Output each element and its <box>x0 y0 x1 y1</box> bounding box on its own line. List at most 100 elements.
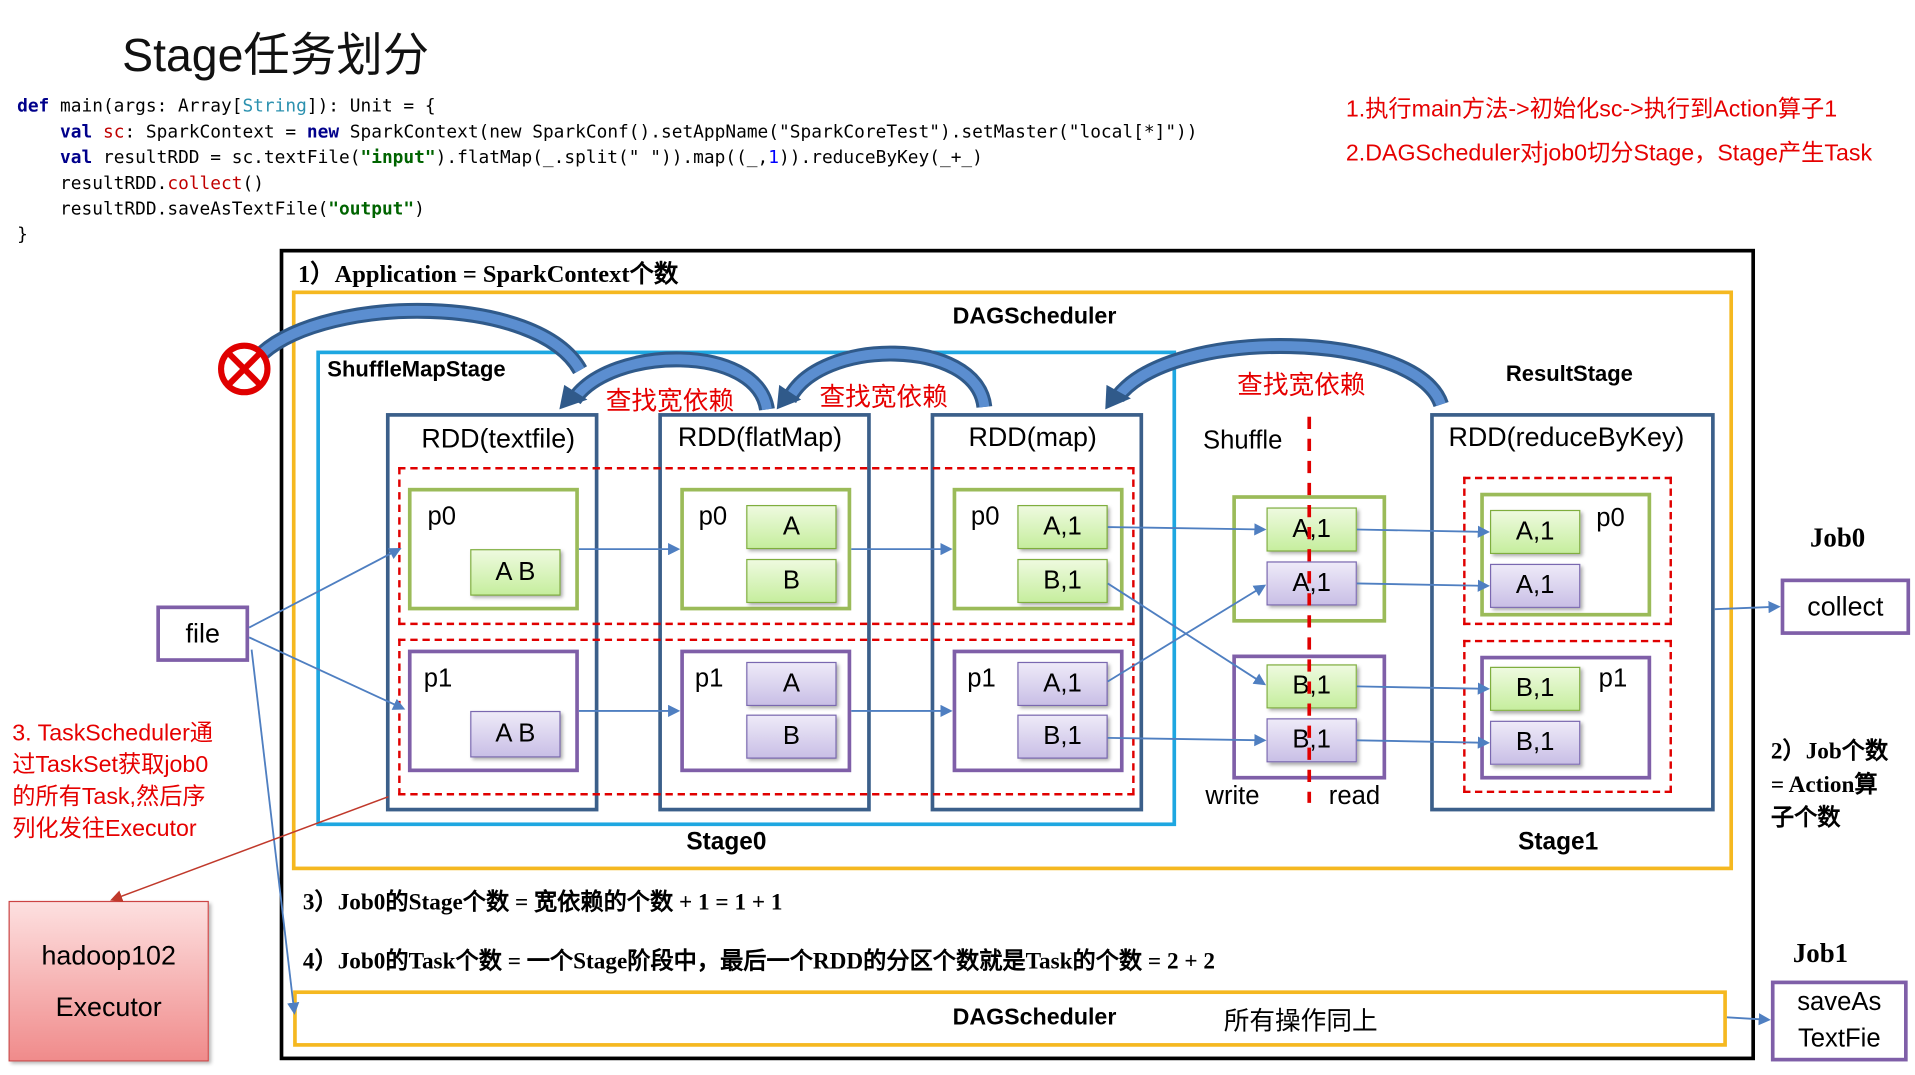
code-text: ).flatMap(_.split(" ")).map((_, <box>435 147 769 168</box>
cell-a1: A,1 <box>1266 507 1357 552</box>
stage1-label: Stage1 <box>1518 828 1599 856</box>
textfile-p1 <box>407 649 579 773</box>
dagscheduler-box <box>291 290 1734 871</box>
rdd-map-box <box>930 413 1144 812</box>
cell-b1: B,1 <box>1017 714 1108 759</box>
cell-a1: A,1 <box>1017 661 1108 707</box>
save-as-textfile-box: saveAs TextFie <box>1770 980 1908 1062</box>
cell-a1: A,1 <box>1266 561 1357 606</box>
arrow-shuffle-read <box>1356 579 1490 592</box>
code-method: collect <box>167 172 243 194</box>
curve-map-flatmap <box>781 345 993 409</box>
job-count-line: 2）Job个数 <box>1770 739 1889 765</box>
code-number: 1 <box>768 147 780 168</box>
cell-a1: A,1 <box>1489 563 1581 608</box>
application-box <box>279 248 1756 1061</box>
code-keyword: val <box>60 121 93 143</box>
code-var: sc <box>102 121 125 143</box>
partition-p1-row <box>398 638 1135 796</box>
curve-head <box>559 384 588 410</box>
shuffle-label: Shuffle <box>1202 426 1283 455</box>
save-label: saveAs <box>1797 987 1882 1017</box>
code-keyword: def <box>17 95 50 117</box>
cell-a1: A,1 <box>1489 509 1581 555</box>
curve-reduce-map <box>1111 338 1449 408</box>
code-keyword: new <box>306 121 340 143</box>
code-type: String <box>242 95 307 117</box>
find-wide-label: 查找宽依赖 <box>1237 370 1366 400</box>
job0-label: Job0 <box>1809 522 1866 553</box>
code-block: def main(args: Array[String]): Unit = { … <box>17 93 1197 247</box>
result-partition-p0 <box>1463 476 1672 626</box>
cell-ab: A B <box>470 549 561 596</box>
executor-host: hadoop102 <box>41 939 176 971</box>
job1-label: Job1 <box>1792 937 1849 969</box>
arrow-shuffle-write <box>1107 734 1267 747</box>
arrow-shuffle-write <box>1107 584 1267 683</box>
note-1: 1.执行main方法->初始化sc->执行到Action算子1 <box>1345 96 1838 123</box>
arrow-save <box>1726 1013 1771 1026</box>
curve-head <box>776 384 802 410</box>
note-2: 2.DAGScheduler对job0切分Stage，Stage产生Task <box>1345 140 1873 167</box>
result-partition-p1 <box>1463 639 1672 794</box>
code-text: } <box>17 224 28 246</box>
partition-label: p1 <box>967 664 996 693</box>
arrow-shuffle-write <box>1107 523 1267 536</box>
partition-label: p0 <box>1596 503 1625 532</box>
note-3-line: 3. TaskScheduler通 <box>12 720 214 747</box>
code-text: main(args: Array[ <box>49 95 243 117</box>
job-count-line: 子个数 <box>1770 805 1841 832</box>
rdd-reducebykey-box <box>1430 413 1715 812</box>
code-keyword: val <box>60 147 93 168</box>
blocked-icon <box>218 342 271 396</box>
note-3-line: 的所有Task,然后序 <box>12 784 206 811</box>
flatmap-p1 <box>680 649 852 773</box>
page-title: Stage任务划分 <box>122 30 430 83</box>
collect-box: collect <box>1780 578 1911 635</box>
cell-a1: A,1 <box>1017 504 1108 550</box>
same-ops-label: 所有操作同上 <box>1223 1007 1378 1036</box>
code-text: resultRDD. <box>60 172 168 194</box>
code-text: resultRDD.saveAsTextFile( <box>60 198 329 220</box>
code-text: : SparkContext = <box>124 121 307 143</box>
partition-label: p0 <box>970 502 1000 531</box>
cell-b: B <box>746 558 837 604</box>
cell-a: A <box>746 661 837 707</box>
cell-b1: B,1 <box>1017 558 1108 604</box>
cell-b: B <box>746 714 837 759</box>
stage0-label: Stage0 <box>686 828 767 856</box>
rdd-textfile-box <box>385 413 599 812</box>
task-count-note: 4）Job0的Task个数 = 一个Stage阶段中，最后一个RDD的分区个数就… <box>302 948 1215 975</box>
cell-b1: B,1 <box>1266 718 1357 763</box>
partition-label: p0 <box>427 502 456 531</box>
code-text: () <box>242 172 264 194</box>
arrow-file-job1 <box>250 649 300 1015</box>
write-label: write <box>1205 781 1260 811</box>
dagscheduler-job1-label: DAGScheduler <box>952 1005 1117 1031</box>
map-p1 <box>952 649 1124 773</box>
code-text: ]): Unit = { <box>306 95 436 117</box>
find-wide-label: 查找宽依赖 <box>819 382 948 412</box>
rdd-reducebykey-label: RDD(reduceByKey) <box>1448 421 1685 453</box>
executor-label: Executor <box>55 990 162 1022</box>
rdd-textfile-label: RDD(textfile) <box>421 422 576 454</box>
arrow-file-p1 <box>248 636 406 710</box>
flatmap-p0 <box>680 487 852 611</box>
cell-ab: A B <box>470 710 561 758</box>
save-label: TextFie <box>1797 1024 1881 1053</box>
rdd-flatmap-box <box>658 413 871 812</box>
shuffle-map-stage-label: ShuffleMapStage <box>327 356 506 382</box>
cell-b1: B,1 <box>1489 666 1581 711</box>
code-text: SparkContext(new SparkConf().setAppName(… <box>339 121 1198 143</box>
file-box: file <box>156 605 250 662</box>
note-3-line: 列化发往Executor <box>12 816 197 843</box>
code-string: "output" <box>328 198 415 220</box>
partition-label: p0 <box>698 502 728 531</box>
executor-box: hadoop102 Executor <box>8 900 209 1062</box>
code-text: ) <box>414 198 425 220</box>
textfile-p0 <box>407 487 579 611</box>
dagscheduler-label: DAGScheduler <box>952 303 1117 330</box>
partition-p0-row <box>398 466 1135 626</box>
